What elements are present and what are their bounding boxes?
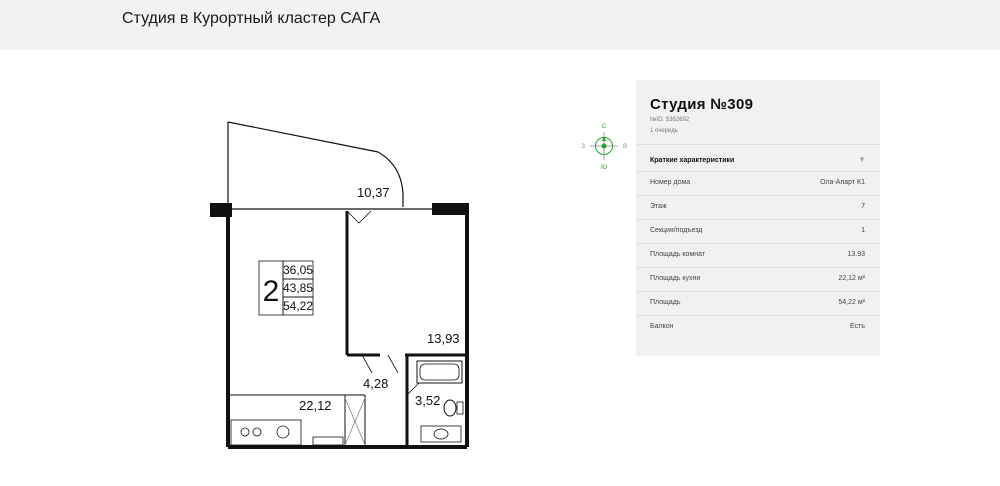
kitchen-area-label: 22,12 [299,398,332,413]
row-key: Площадь кухни [650,275,701,282]
chevron-down-icon: ▼ [858,155,866,164]
apartment-queue: 1 очередь [650,128,678,134]
row-value: 13.93 [847,251,865,258]
list-item: Секция/подъезд 1 [636,219,880,243]
characteristics-label: Краткие характеристики [650,157,735,164]
total-area: 43,85 [283,281,313,295]
characteristics-list: Номер дома Ола-Апарт К1 Этаж 7 Секция/подъ… [636,171,880,339]
compass-icon: С Ю З В [581,124,627,170]
compass-east: В [623,144,627,150]
top-bar: Студия в Курортный кластер САГА [0,0,1000,50]
bath-area-label: 3,52 [415,393,440,408]
hall-area-label: 4,28 [363,376,388,391]
list-item: Площадь комнат 13.93 [636,243,880,267]
row-key: Номер дома [650,179,691,186]
row-value: Есть [850,323,865,330]
full-area: 54,22 [283,299,313,313]
row-value: 22,12 м² [838,275,865,282]
page-title: Студия в Курортный кластер САГА [122,10,381,27]
row-value: 1 [861,227,865,234]
living-area: 36,05 [283,263,313,277]
room-area-label: 13,93 [427,331,460,346]
list-item: Этаж 7 [636,195,880,219]
list-item: Площадь кухни 22,12 м² [636,267,880,291]
row-key: Балкон [650,323,674,330]
apartment-info-panel: Студия №309 №ID: 5362692 1 очередь Кратк… [636,80,880,356]
floor-plan: 2 36,05 43,85 54,22 10,37 13,93 22,12 4,… [210,121,469,449]
apartment-title: Студия №309 [650,96,754,113]
apartment-id: №ID: 5362692 [650,117,690,123]
row-key: Секция/подъезд [650,227,703,234]
list-item: Балкон Есть [636,315,880,339]
row-key: Площадь комнат [650,251,706,258]
list-item: Номер дома Ола-Апарт К1 [636,171,880,195]
row-value: 54,22 м² [838,299,865,306]
characteristics-toggle[interactable]: Краткие характеристики ▼ [636,144,880,177]
row-value: Ола-Апарт К1 [820,179,865,186]
balcony-area-label: 10,37 [357,185,390,200]
compass-west: З [581,144,585,150]
row-value: 7 [861,203,865,210]
row-key: Площадь [650,299,681,306]
list-item: Площадь 54,22 м² [636,291,880,315]
compass-south: Ю [601,165,607,170]
compass-north: С [602,124,607,130]
row-key: Этаж [650,203,667,210]
rooms-count: 2 [263,275,280,308]
